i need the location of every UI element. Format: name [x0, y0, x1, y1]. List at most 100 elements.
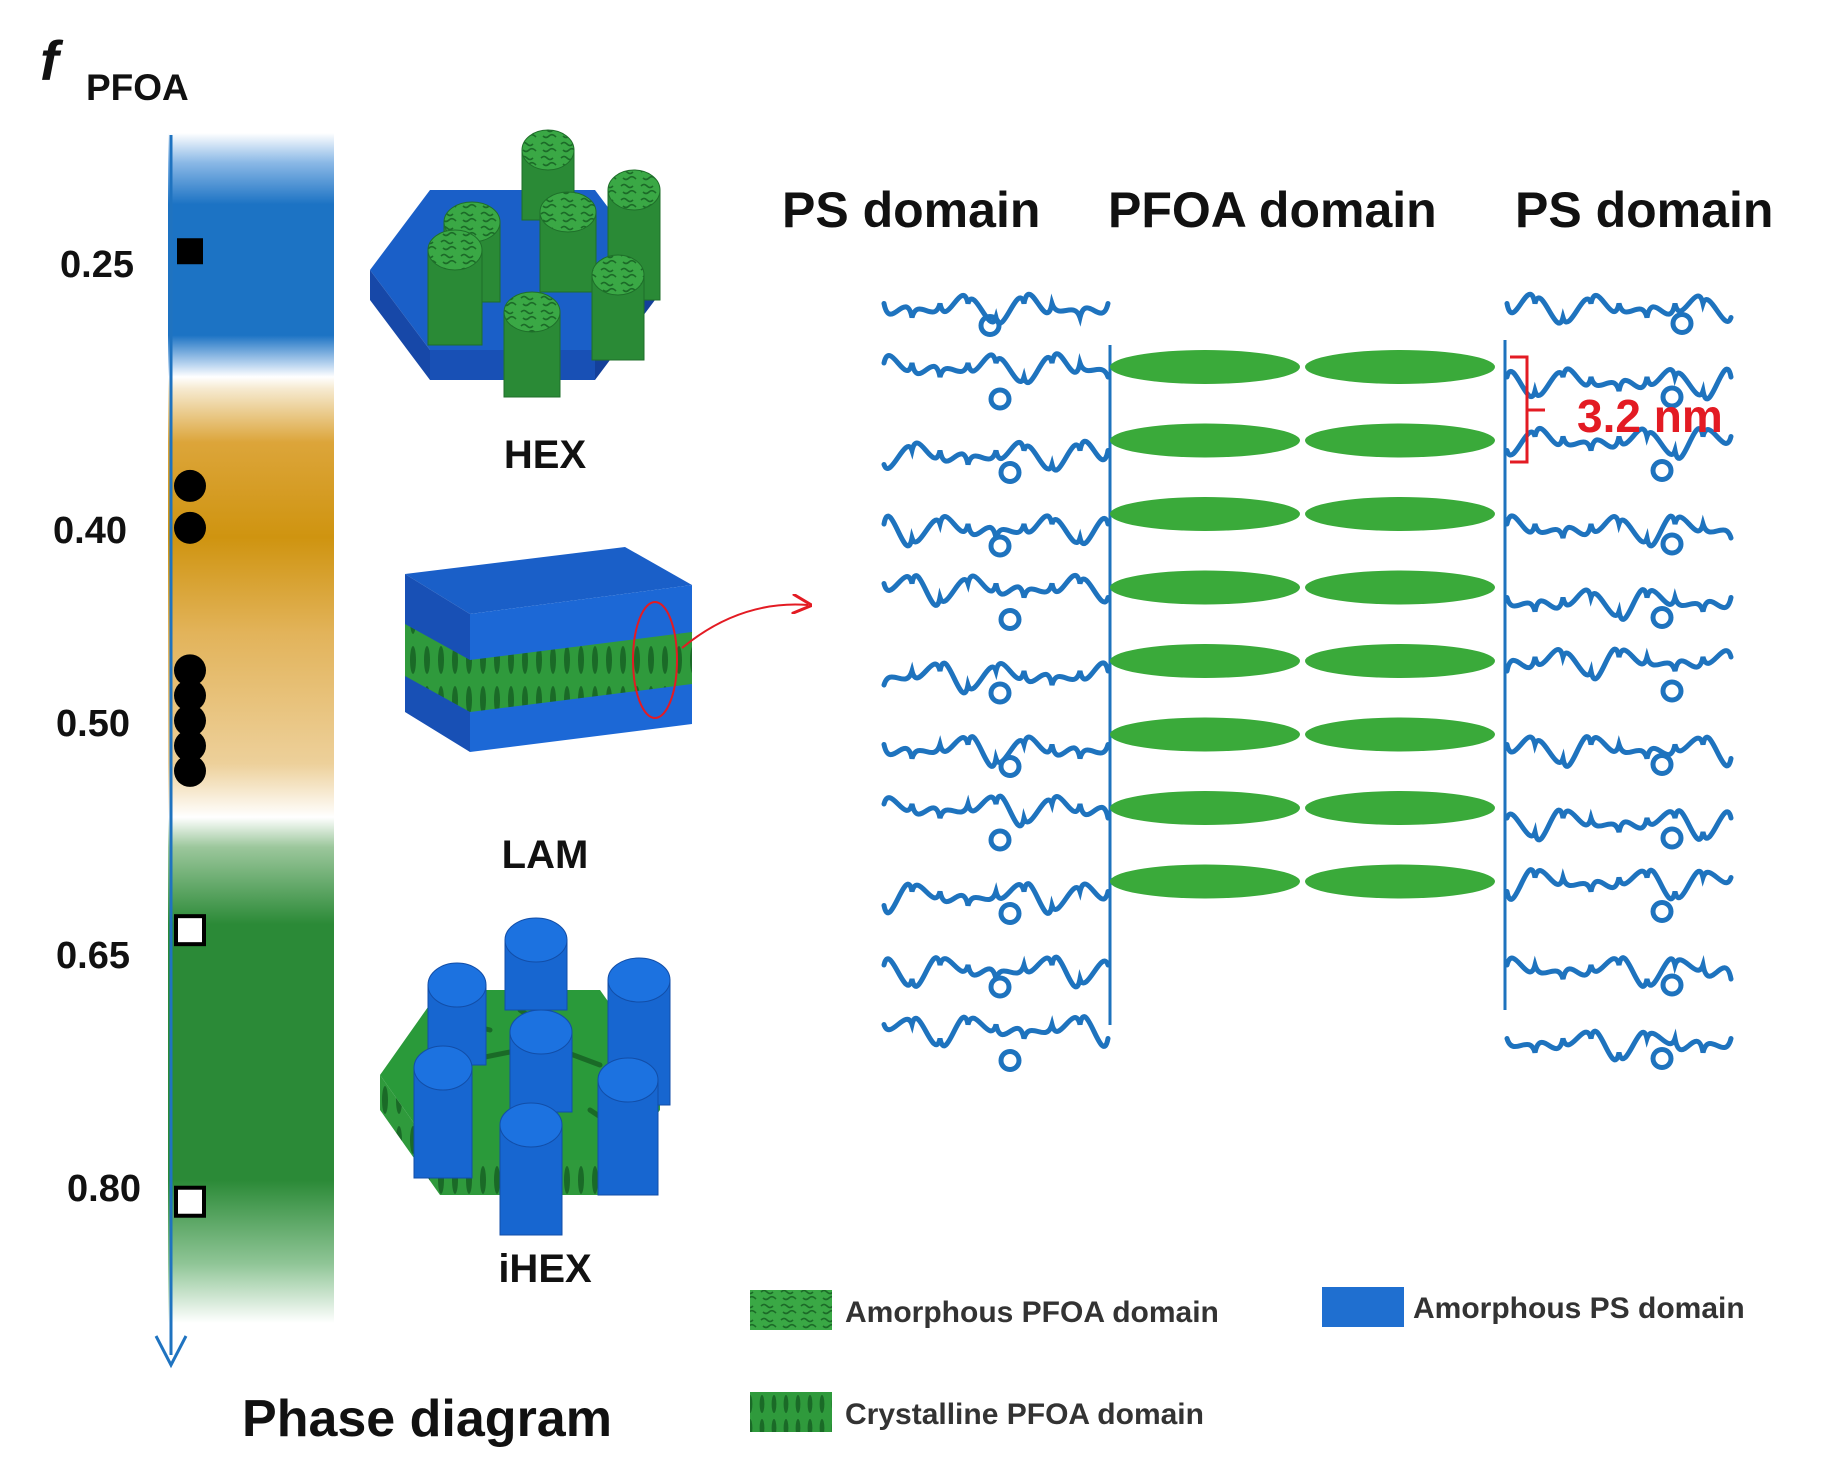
ps-chain-loop [988, 975, 1012, 999]
tick-label: 0.50 [56, 703, 130, 745]
ps-chain-loop [988, 534, 1012, 558]
ps-chain [1504, 366, 1734, 402]
pfoa-rods [1110, 350, 1495, 899]
pfoa-rod [1110, 350, 1300, 384]
legend-swatch-amorphous-ps [1322, 1287, 1404, 1327]
marker-filled-circle [174, 469, 206, 502]
ps-chain [1504, 1028, 1734, 1063]
ps-chain-loop [1660, 973, 1684, 997]
phase-label-ihex: iHEX [498, 1247, 592, 1291]
pfoa-rod [1110, 570, 1300, 605]
ihex-morphology-illustration [380, 917, 671, 1236]
tick-label: 0.80 [67, 1168, 141, 1210]
axis-symbol: f [40, 29, 64, 92]
tick-label: 0.25 [60, 244, 134, 286]
pfoa-rod [1110, 791, 1300, 825]
header-ps-domain-left: PS domain [782, 182, 1040, 238]
legend: Amorphous PFOA domain Amorphous PS domai… [750, 1287, 1745, 1432]
legend-label-amorphous-pfoa: Amorphous PFOA domain [845, 1296, 1219, 1329]
ps-chain-loop [1650, 1047, 1674, 1070]
pfoa-rod [1305, 570, 1495, 605]
lam-morphology-illustration [405, 547, 808, 752]
ps-chain-loop [1650, 459, 1674, 482]
marker-filled-circle [174, 729, 206, 762]
axis-arrowhead [154, 1335, 188, 1369]
axis-ticks: 0.25 0.40 0.50 0.65 0.80 [53, 244, 141, 1210]
spacing-label: 3.2 nm [1577, 390, 1723, 442]
marker-filled-circle [174, 754, 206, 787]
ps-chain [1504, 955, 1734, 989]
ps-chain-loop [988, 828, 1012, 852]
ps-chain [881, 734, 1111, 769]
ps-chain-loop [1660, 826, 1684, 850]
pfoa-rod [1305, 864, 1495, 899]
pfoa-rod [1110, 717, 1300, 752]
ps-chain-loop [1650, 900, 1674, 923]
ps-chain-loop [998, 1049, 1022, 1072]
legend-label-crystalline-pfoa: Crystalline PFOA domain [845, 1398, 1204, 1431]
ps-chain-loop [1660, 532, 1684, 556]
marker-filled-circle [174, 654, 206, 687]
header-ps-domain-right: PS domain [1515, 182, 1773, 238]
hex-morphology-illustration [370, 129, 661, 398]
ps-chain [881, 954, 1111, 990]
ps-chain [881, 573, 1111, 608]
pfoa-rod [1305, 423, 1495, 458]
ps-chain [881, 881, 1111, 916]
axis-subscript: PFOA [86, 67, 189, 108]
ps-chains-right [1504, 292, 1734, 1070]
tick-label: 0.65 [56, 935, 130, 977]
ps-chain [881, 351, 1111, 386]
pfoa-rod [1110, 497, 1300, 531]
legend-swatch-crystalline-pfoa [750, 1392, 832, 1432]
pfoa-rod [1305, 497, 1495, 531]
ps-chain-loop [988, 681, 1012, 705]
ps-chain-loop [998, 608, 1022, 631]
ps-chain-loop [988, 387, 1012, 411]
schematic-header: PS domain PFOA domain PS domain [782, 182, 1773, 238]
ps-chain-loop [978, 314, 1002, 337]
ps-chain [881, 793, 1111, 829]
ps-chain [1504, 646, 1734, 682]
pfoa-rod [1305, 350, 1495, 384]
spacing-annotation: 3.2 nm [1510, 355, 1723, 464]
phase-diagram-caption: Phase diagram [242, 1390, 612, 1448]
pfoa-rod [1110, 644, 1300, 678]
spacing-bracket [1510, 355, 1545, 464]
marker-open-square [174, 914, 206, 947]
pfoa-rod [1305, 717, 1495, 752]
marker-filled-square [177, 238, 203, 265]
ps-chain-loop [998, 755, 1022, 778]
ps-chain-loop [998, 902, 1022, 925]
ps-chain [1504, 734, 1734, 769]
ps-chain [1504, 587, 1734, 622]
ps-chain [1504, 292, 1734, 326]
ps-chain-loop [998, 461, 1022, 484]
legend-label-amorphous-ps: Amorphous PS domain [1413, 1292, 1745, 1325]
ps-chain [881, 513, 1111, 549]
ps-chain [881, 1014, 1111, 1049]
data-markers [174, 238, 206, 1218]
header-pfoa-domain: PFOA domain [1108, 182, 1437, 238]
marker-filled-circle [174, 511, 206, 544]
ps-chains-left [881, 292, 1111, 1072]
ps-chain-loop [1670, 312, 1694, 335]
tick-label: 0.40 [53, 510, 127, 552]
marker-filled-circle [174, 704, 206, 737]
pfoa-rod [1305, 791, 1495, 825]
marker-filled-circle [174, 679, 206, 712]
ps-chain [1504, 867, 1734, 902]
marker-open-square [174, 1185, 206, 1218]
phase-label-lam: LAM [502, 833, 589, 877]
ps-chain-loop [1660, 385, 1684, 409]
pfoa-rod [1110, 864, 1300, 899]
phase-label-hex: HEX [504, 433, 587, 477]
ps-chain [1504, 426, 1734, 461]
ps-chain [881, 439, 1111, 473]
ps-chain-loop [1650, 606, 1674, 629]
pfoa-rod [1305, 644, 1495, 678]
lamellar-schematic [881, 292, 1734, 1072]
ps-chain-loop [1650, 753, 1674, 776]
legend-swatch-amorphous-pfoa [750, 1290, 832, 1330]
